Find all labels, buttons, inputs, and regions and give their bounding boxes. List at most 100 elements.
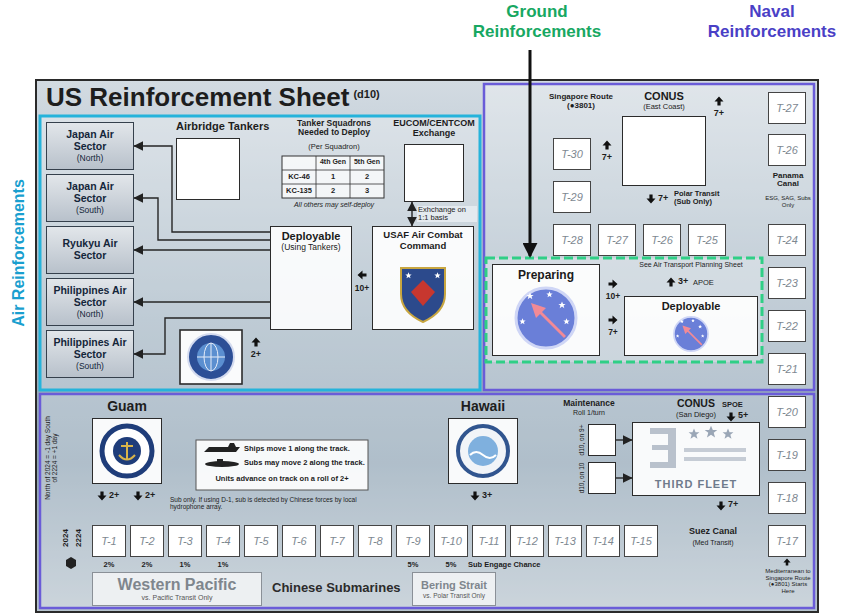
node-text: (South)	[76, 361, 104, 371]
sheet-art	[624, 296, 758, 356]
sheet-art	[40, 394, 814, 608]
frame-box	[448, 418, 518, 484]
note-label: 5+	[738, 410, 748, 420]
track-space: T-18	[768, 482, 806, 514]
node-text: Japan Air Sector	[50, 181, 130, 204]
track-space: T-24	[768, 224, 806, 256]
sheet-art	[468, 436, 498, 466]
node-text: T-25	[696, 234, 718, 246]
maintenance-box: d10, on 10	[574, 462, 616, 494]
sheet-art	[727, 413, 736, 422]
note-label: 5%	[437, 560, 465, 569]
sheet-art	[217, 459, 223, 463]
note-label: 2	[316, 186, 350, 195]
track-space: T-21	[768, 353, 806, 385]
edge-label: Exhchange on 1:1 basis	[417, 206, 477, 223]
track-space: T-26	[768, 134, 806, 166]
sheet-art	[98, 492, 107, 501]
node-text: T-17	[776, 535, 798, 547]
air-sector-box: Philippines Air Sector(South)	[46, 330, 134, 378]
sheet-art	[471, 492, 480, 501]
status-box: Deployable(Using Tankers)	[270, 226, 352, 330]
node-text: T-23	[776, 277, 798, 289]
track-space: T-30	[553, 138, 591, 170]
node-text: T-24	[776, 234, 798, 246]
sheet-art	[401, 268, 445, 322]
sheet-art	[282, 156, 384, 198]
track-space: T-23	[768, 267, 806, 299]
node-text: T-6	[291, 535, 307, 547]
connector-line	[616, 477, 632, 478]
node-text: T-10	[440, 535, 462, 547]
legend-text: Subs may move 2 along the track.	[244, 458, 365, 467]
sheet-art	[458, 426, 508, 476]
connector-line	[134, 249, 270, 250]
frame-box	[622, 116, 706, 186]
track-space: T-26	[643, 224, 681, 256]
node-text: T-20	[776, 406, 798, 418]
node-text: T-13	[554, 535, 576, 547]
status-box: USAF Air Combat Command	[372, 226, 474, 330]
node-text: T-22	[776, 320, 798, 332]
node-text: (San Diego)	[676, 410, 716, 419]
sheet-art	[316, 156, 317, 198]
note-label: 1	[316, 172, 350, 181]
note-label: 2+	[109, 490, 119, 500]
frame-box	[404, 144, 464, 202]
node-text: Deployable	[662, 300, 721, 312]
track-space: T-14	[586, 525, 620, 557]
sheet-art	[715, 97, 724, 106]
connector-line	[134, 301, 270, 302]
track-space: T-22	[768, 310, 806, 342]
rotated-label: Air Reinforcements	[10, 179, 28, 327]
sheet-art	[113, 437, 141, 465]
connector-line	[616, 439, 632, 440]
sheet-art	[484, 84, 814, 390]
maintenance-box: d10, on 9+	[574, 424, 616, 456]
sheet-art	[36, 80, 818, 612]
node-text: d10, on 9+	[578, 425, 585, 456]
node-text: Japan Air Sector	[50, 129, 130, 152]
sheet-art	[197, 343, 225, 371]
node-text: T-2	[139, 535, 155, 547]
connector-line	[411, 202, 412, 226]
node-text: T-27	[776, 102, 798, 114]
track-space: T-27	[598, 224, 636, 256]
node-text: Philippines Air Sector	[50, 285, 130, 308]
node-text: T-27	[606, 234, 628, 246]
note-label: Roll 1/turn	[552, 409, 626, 416]
rotated-label: North of 2024 = -1 day South of 2224 = +…	[44, 416, 59, 500]
node-text: Deployable	[282, 230, 341, 242]
sheet-art	[196, 440, 368, 490]
sheet-art	[609, 280, 618, 289]
note-label: Sub only. If using D-1, sub is detected …	[170, 496, 366, 511]
note-label: Suez Canal	[662, 526, 764, 536]
track-space: T-7	[320, 525, 354, 557]
track-space: T-19	[768, 439, 806, 471]
region-box: Western Pacificvs. Pacific Transit Only	[92, 572, 262, 606]
node-text: T-18	[776, 492, 798, 504]
sheet-art	[667, 278, 676, 287]
sheet-art	[448, 418, 518, 484]
sheet-art	[66, 557, 76, 569]
connector-line	[134, 318, 270, 354]
sheet-art	[102, 426, 152, 476]
note-label: 3+	[482, 490, 492, 500]
frame-box	[588, 462, 616, 494]
sheet-art	[650, 462, 676, 468]
node-text: Philippines Air Sector	[50, 337, 130, 360]
track-space: T-10	[434, 525, 468, 557]
note-label: Maintenance	[552, 398, 626, 408]
holding-box: Airbridge Tankers	[176, 120, 276, 200]
note-label: 7+	[728, 499, 738, 509]
holding-box: Hawaii	[448, 398, 518, 484]
track-space: T-20	[768, 396, 806, 428]
node-text: THIRD FLEET	[632, 478, 760, 490]
sheet-art	[783, 558, 790, 565]
note-label: 10+	[352, 283, 372, 293]
sheet-art	[197, 343, 225, 371]
sheet-art	[723, 429, 734, 439]
sheet-title: US Reinforcement Sheet	[46, 82, 349, 113]
sheet-art	[689, 429, 700, 439]
